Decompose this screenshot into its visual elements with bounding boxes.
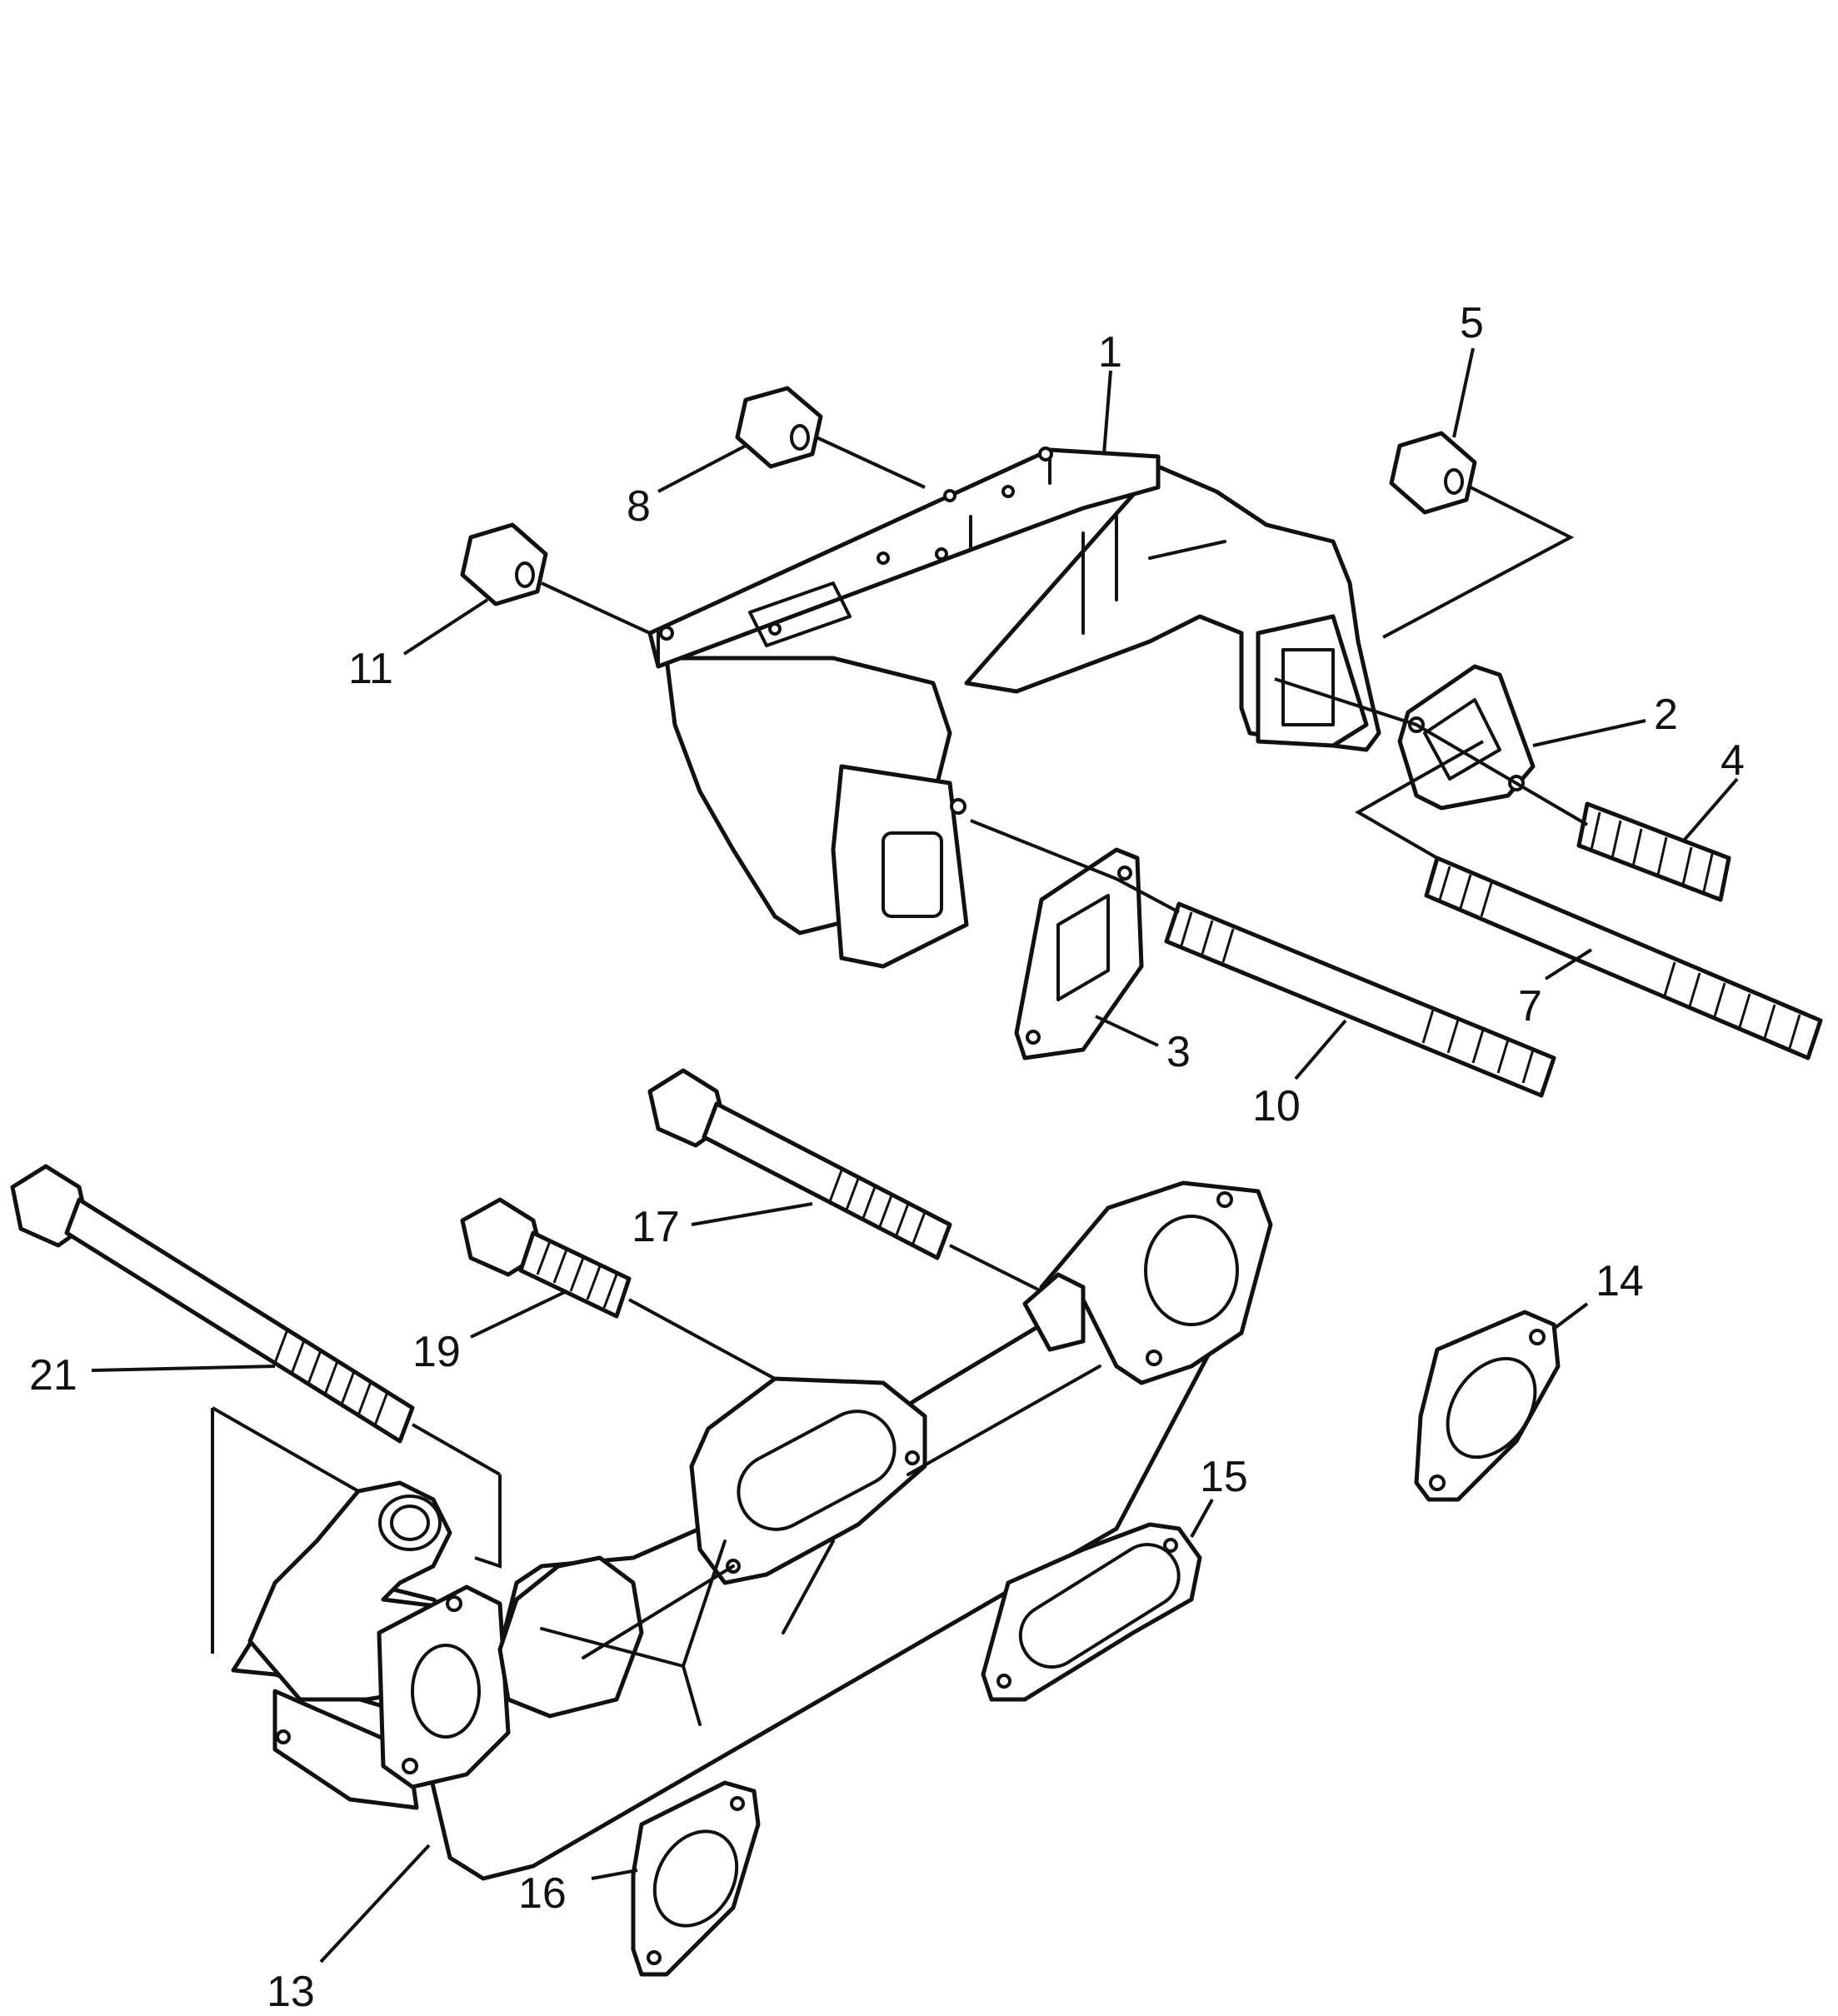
nut-5-part (1389, 431, 1477, 515)
callout-3: 3 (1166, 1028, 1191, 1076)
callout-8: 8 (627, 482, 651, 531)
short-stud-4-part (1576, 801, 1731, 902)
callout-14: 14 (1596, 1257, 1644, 1305)
nut-11-part (460, 522, 548, 606)
gasket-2-part (1397, 664, 1536, 811)
stud-10-part (1164, 901, 1556, 1098)
nut-8-part (735, 386, 823, 469)
callout-5: 5 (1460, 299, 1484, 347)
callout-1: 1 (1098, 328, 1122, 377)
callout-11: 11 (348, 645, 393, 693)
callout-15: 15 (1200, 1453, 1248, 1501)
gasket-3-part (1014, 847, 1144, 1060)
callout-leaders (91, 347, 1739, 1964)
callout-17: 17 (632, 1203, 680, 1251)
bolt-21-part (10, 1164, 415, 1444)
callout-13: 13 (267, 1968, 315, 2016)
lower-alignment-lines (211, 1244, 1042, 1654)
bolt-17-part (647, 1068, 952, 1260)
long-stud-7-part (1424, 856, 1823, 1060)
callout-21: 21 (29, 1351, 77, 1400)
callout-19: 19 (412, 1328, 461, 1376)
gasket-16-part (631, 1780, 761, 1977)
callout-2: 2 (1654, 691, 1678, 739)
upper-alignment-lines (541, 436, 1589, 914)
callout-16: 16 (518, 1869, 567, 1918)
callout-10: 10 (1252, 1082, 1301, 1130)
gasket-14-part (1414, 1310, 1561, 1502)
callout-4: 4 (1721, 736, 1745, 785)
exhaust-manifold-part (231, 1180, 1273, 1881)
bolt-19-part (460, 1197, 632, 1319)
intake-manifold-part (647, 447, 1381, 969)
callout-7: 7 (1518, 982, 1542, 1030)
gasket-15-part (981, 1522, 1202, 1702)
callouts: 1 2 3 4 5 7 8 10 11 13 14 15 16 17 19 21 (29, 299, 1745, 2016)
